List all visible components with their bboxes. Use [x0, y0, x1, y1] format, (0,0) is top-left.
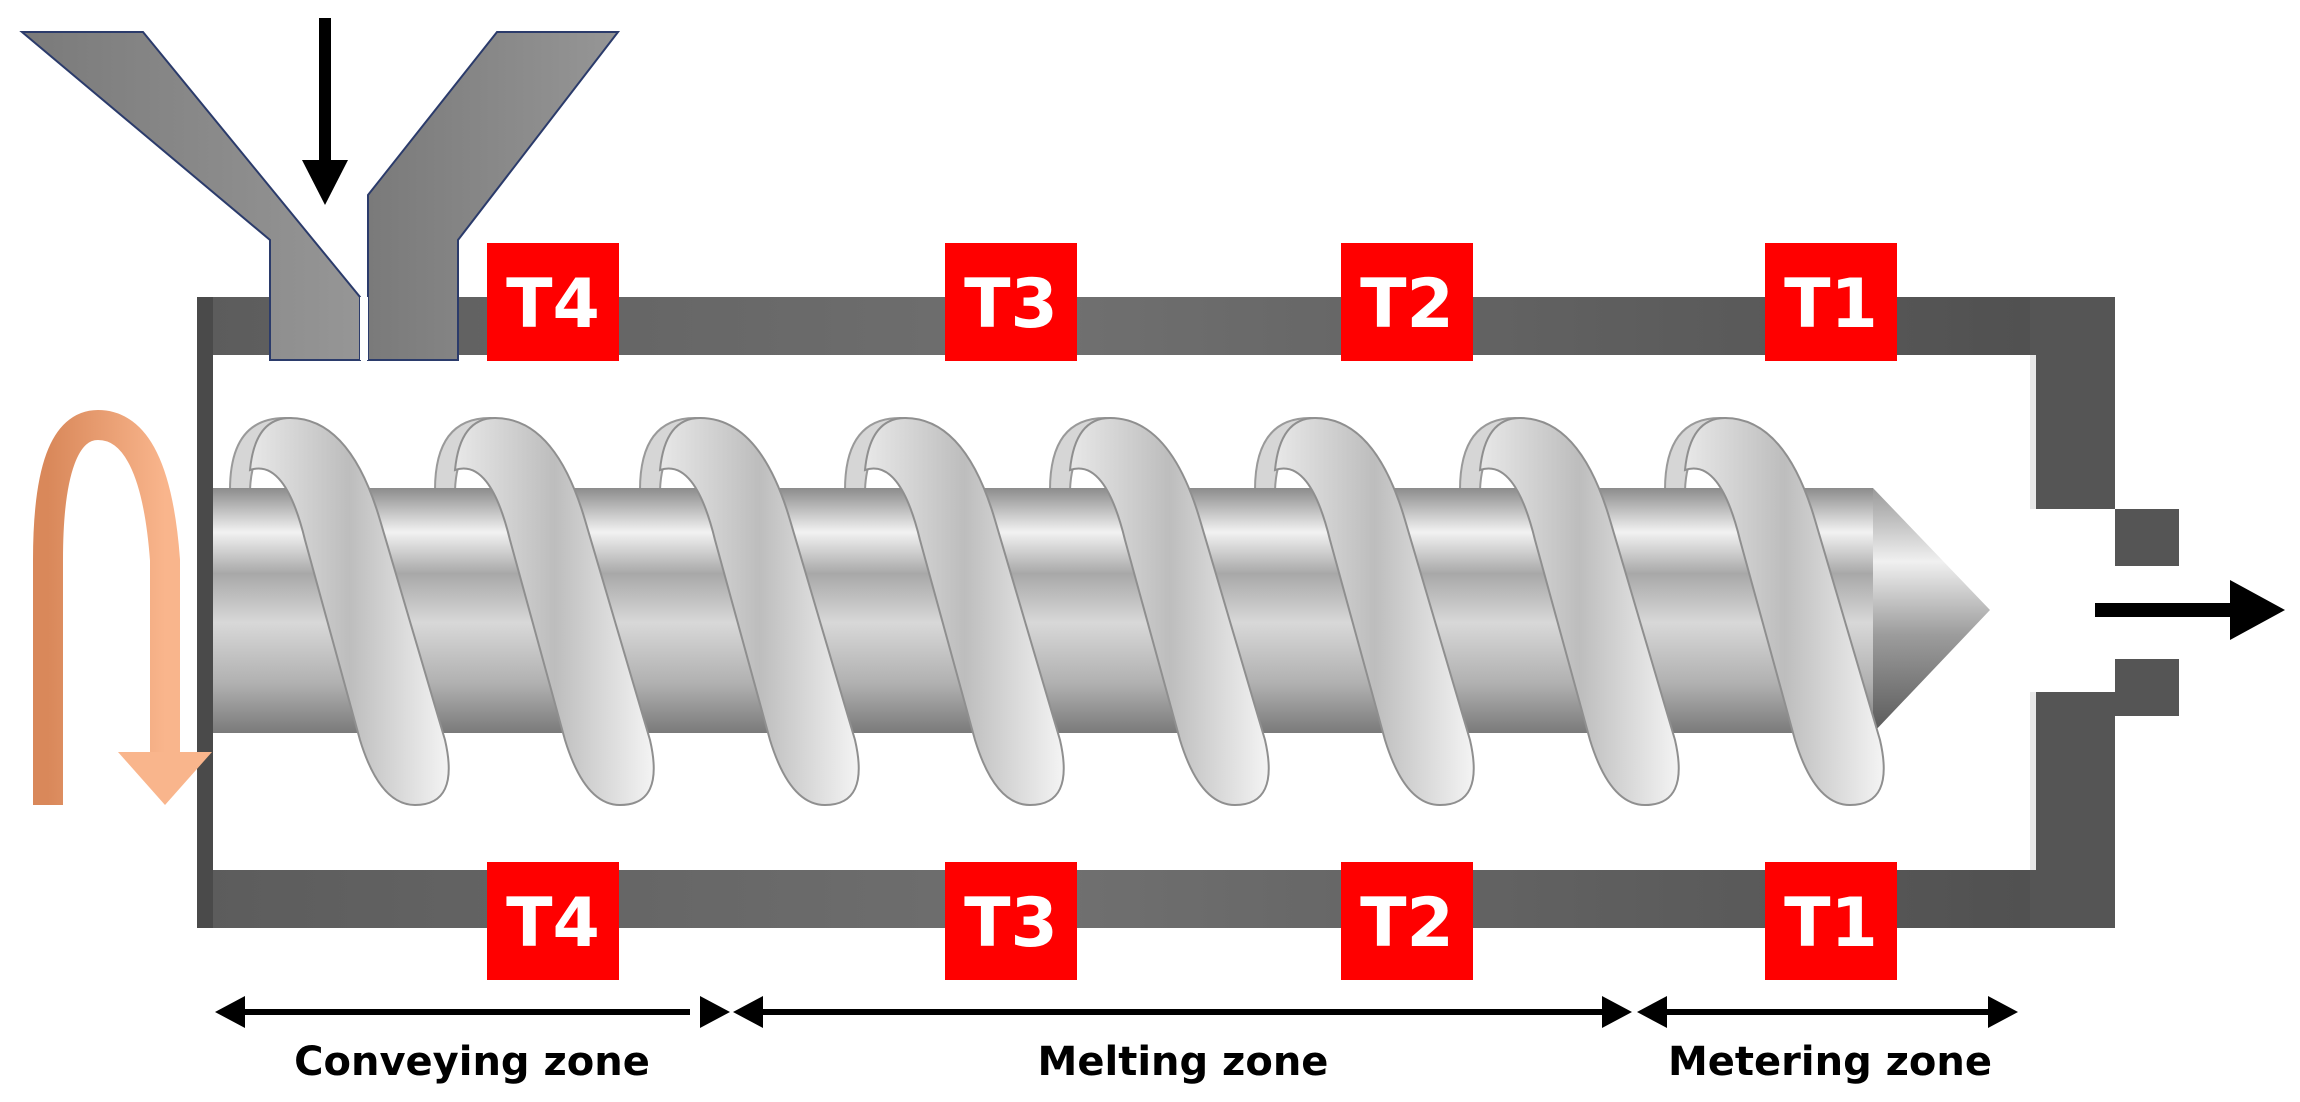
screw-flight: [248, 416, 450, 807]
hopper: [19, 31, 621, 361]
heater-band: T4: [487, 243, 619, 361]
heater-label: T2: [1360, 265, 1454, 344]
metering-zone-arrow: [1637, 996, 2018, 1028]
screw-flight: [1683, 416, 1885, 807]
right-arrow-icon: [2095, 580, 2285, 640]
heater-label: T2: [1360, 884, 1454, 963]
heater-band: T3: [945, 243, 1077, 361]
heater-label: T1: [1784, 884, 1878, 963]
heater-label: T3: [964, 884, 1058, 963]
heater-band: T1: [1765, 243, 1897, 361]
heaters-top: T4 T3 T2 T1: [487, 243, 1897, 361]
heaters-bottom: T4 T3 T2 T1: [487, 862, 1897, 980]
heater-label: T4: [506, 265, 600, 344]
screw-tip: [1873, 488, 1990, 733]
zone-labels: Conveying zone Melting zone Metering zon…: [294, 1039, 1992, 1085]
zone-arrows: [215, 996, 2018, 1028]
screw-flight: [1478, 416, 1680, 807]
conveying-zone-arrow: [215, 996, 730, 1028]
heater-band: T2: [1341, 243, 1473, 361]
zone-label-conveying: Conveying zone: [294, 1039, 650, 1085]
heater-label: T1: [1784, 265, 1878, 344]
screw-flight: [863, 416, 1065, 807]
zone-label-metering: Metering zone: [1668, 1039, 1992, 1085]
melting-zone-arrow: [733, 996, 1632, 1028]
heater-band: T2: [1341, 862, 1473, 980]
rotation-arrow-icon: [33, 409, 212, 805]
zone-label-melting: Melting zone: [1038, 1039, 1329, 1085]
heater-band: T3: [945, 862, 1077, 980]
screw: [213, 416, 1990, 807]
heater-label: T4: [506, 884, 600, 963]
heater-band: T4: [487, 862, 619, 980]
down-arrow-icon: [302, 18, 348, 205]
screw-flight: [453, 416, 655, 807]
screw-flight: [1273, 416, 1475, 807]
heater-band: T1: [1765, 862, 1897, 980]
screw-flight: [1068, 416, 1270, 807]
heater-label: T3: [964, 265, 1058, 344]
screw-flight: [658, 416, 860, 807]
